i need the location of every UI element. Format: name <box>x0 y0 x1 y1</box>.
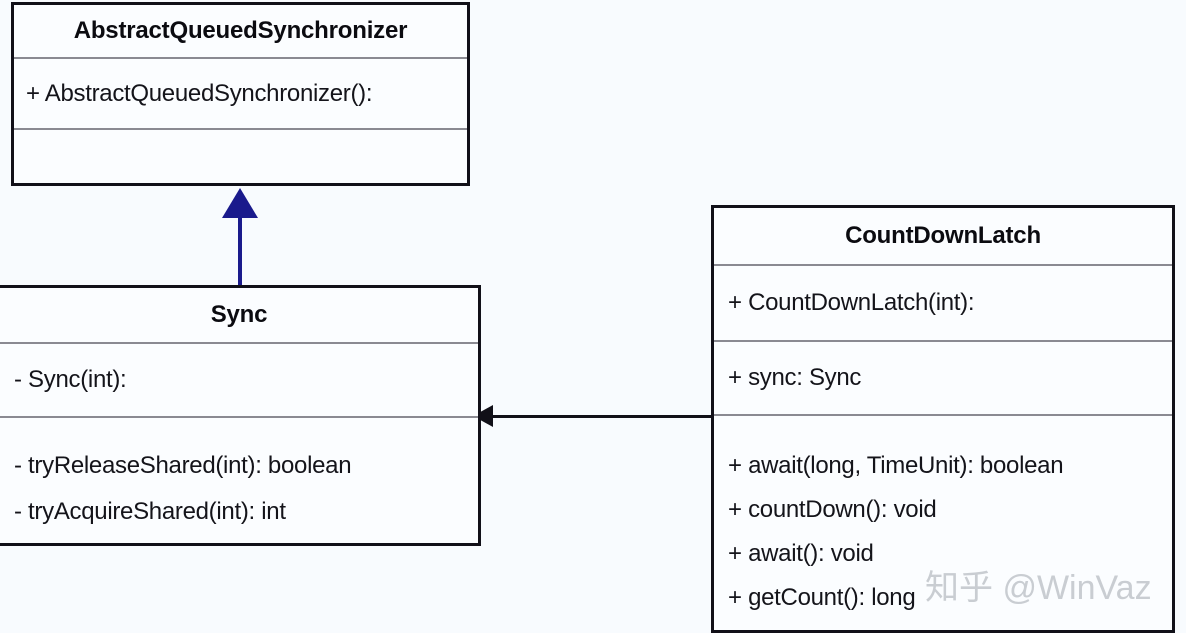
inheritance-connector-line <box>238 216 242 288</box>
class-methods-section: + await(long, TimeUnit): boolean + count… <box>714 416 1172 630</box>
class-title-section: Sync <box>0 288 478 344</box>
class-name-count-down-latch: CountDownLatch <box>845 222 1041 249</box>
method-await-timed: + await(long, TimeUnit): boolean <box>728 452 1064 479</box>
class-constructor-section: + AbstractQueuedSynchronizer(): <box>14 59 467 130</box>
association-connector-line <box>487 415 713 418</box>
class-name-sync: Sync <box>210 301 268 328</box>
constructor-abstract-queued-synchronizer: + AbstractQueuedSynchronizer(): <box>26 79 373 107</box>
class-box-abstract-queued-synchronizer[interactable]: AbstractQueuedSynchronizer + AbstractQue… <box>11 2 470 186</box>
class-constructor-section: + CountDownLatch(int): <box>714 266 1172 342</box>
class-box-sync[interactable]: Sync - Sync(int): - tryReleaseShared(int… <box>0 285 481 546</box>
inheritance-arrowhead-icon <box>222 188 258 218</box>
class-box-count-down-latch[interactable]: CountDownLatch + CountDownLatch(int): + … <box>711 205 1175 633</box>
class-constructor-section: - Sync(int): <box>0 344 478 418</box>
class-methods-section: - tryReleaseShared(int): boolean - tryAc… <box>0 418 478 543</box>
method-try-acquire-shared: - tryAcquireShared(int): int <box>14 497 286 525</box>
class-name-abstract-queued-synchronizer: AbstractQueuedSynchronizer <box>73 17 408 44</box>
class-empty-section <box>14 130 467 183</box>
class-fields-section: + sync: Sync <box>714 342 1172 416</box>
method-await: + await(): void <box>728 540 874 567</box>
class-title-section: AbstractQueuedSynchronizer <box>14 5 467 59</box>
constructor-sync: - Sync(int): <box>14 366 127 393</box>
field-sync: + sync: Sync <box>728 364 862 391</box>
method-count-down: + countDown(): void <box>728 496 937 523</box>
method-get-count: + getCount(): long <box>728 584 916 611</box>
constructor-count-down-latch: + CountDownLatch(int): <box>728 289 975 316</box>
method-try-release-shared: - tryReleaseShared(int): boolean <box>14 451 352 479</box>
class-title-section: CountDownLatch <box>714 208 1172 266</box>
